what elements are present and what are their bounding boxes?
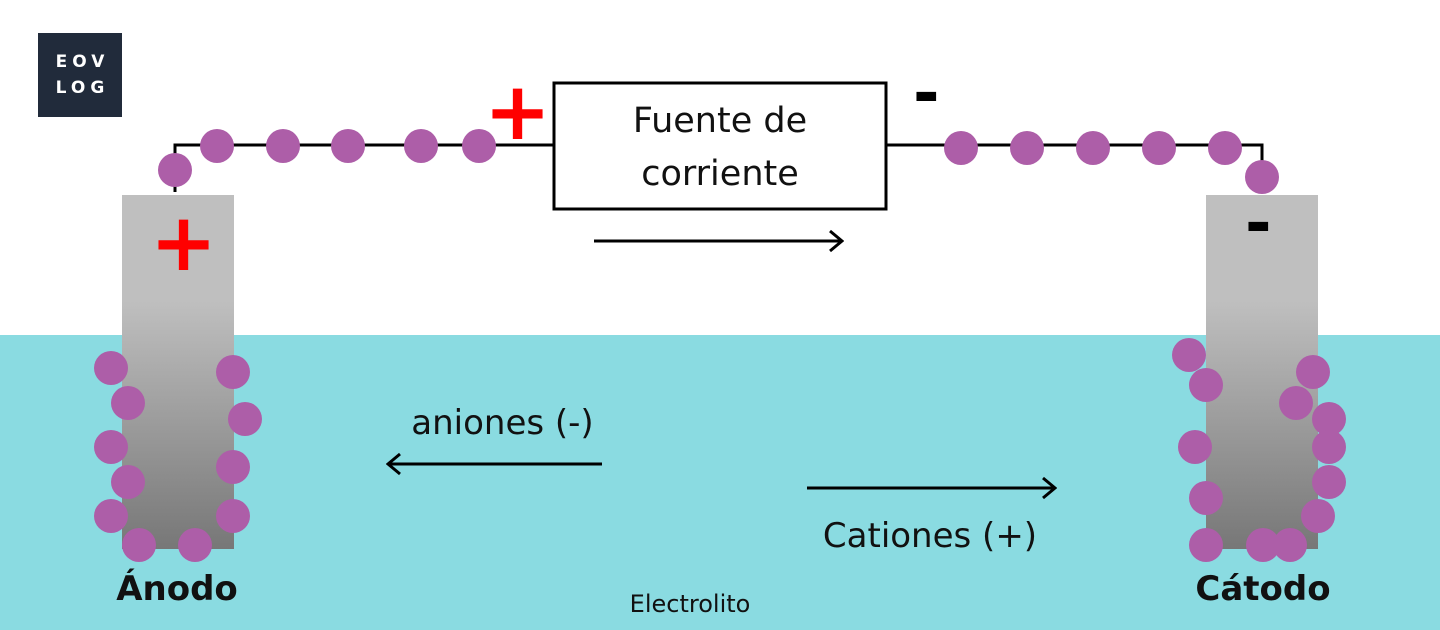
electron-particle [94,430,128,464]
electron-particles [94,129,1346,562]
power-source-label-line-2: corriente [641,154,799,194]
power-source-box [552,81,888,211]
electron-particle [1312,465,1346,499]
electron-particle [1245,160,1279,194]
logo-line-2: LOG [55,78,110,98]
electron-particle [266,129,300,163]
electron-particle [1189,481,1223,515]
electron-particle [404,129,438,163]
electron-particle [228,402,262,436]
electron-particle [1172,338,1206,372]
electron-particle [1189,368,1223,402]
electron-particle [1312,430,1346,464]
electron-particle [216,450,250,484]
electron-particle [462,129,496,163]
anode-label: Ánodo [116,569,238,609]
cations-label: Cationes (+) [822,516,1038,556]
electron-particle [1189,528,1223,562]
electron-particle [1312,402,1346,436]
electron-particle [331,129,365,163]
electron-particle [111,465,145,499]
electron-particle [1273,528,1307,562]
anions-label: aniones (-) [411,403,594,443]
electron-particle [1279,386,1313,420]
electron-particle [216,499,250,533]
electron-particle [216,355,250,389]
logo-line-1: EOV [55,52,110,72]
electron-particle [944,131,978,165]
electron-particle [1208,131,1242,165]
electron-particle [200,129,234,163]
electron-particle [158,153,192,187]
electron-particle [111,386,145,420]
anode-positive-sign: + [150,196,218,289]
electrolyte-label: Electrolito [629,590,751,618]
electron-particle [94,351,128,385]
electron-particle [1076,131,1110,165]
electron-particle [1142,131,1176,165]
electron-particle [1178,430,1212,464]
electron-particle [1246,528,1280,562]
electron-particle [178,528,212,562]
source-positive-terminal-sign: + [484,65,552,158]
electron-particle [122,528,156,562]
source-negative-terminal-sign: - [913,57,940,131]
cathode-label: Cátodo [1195,569,1331,609]
electron-particle [94,499,128,533]
cathode-negative-sign: - [1245,187,1272,261]
electron-particle [1010,131,1044,165]
wire-right [886,143,1264,192]
electron-particle [1296,355,1330,389]
power-source-label: Fuente de corriente [554,95,886,201]
electron-particle [1301,499,1335,533]
eovlog-logo: EOV LOG [38,33,122,117]
power-source-label-line-1: Fuente de [632,101,808,141]
